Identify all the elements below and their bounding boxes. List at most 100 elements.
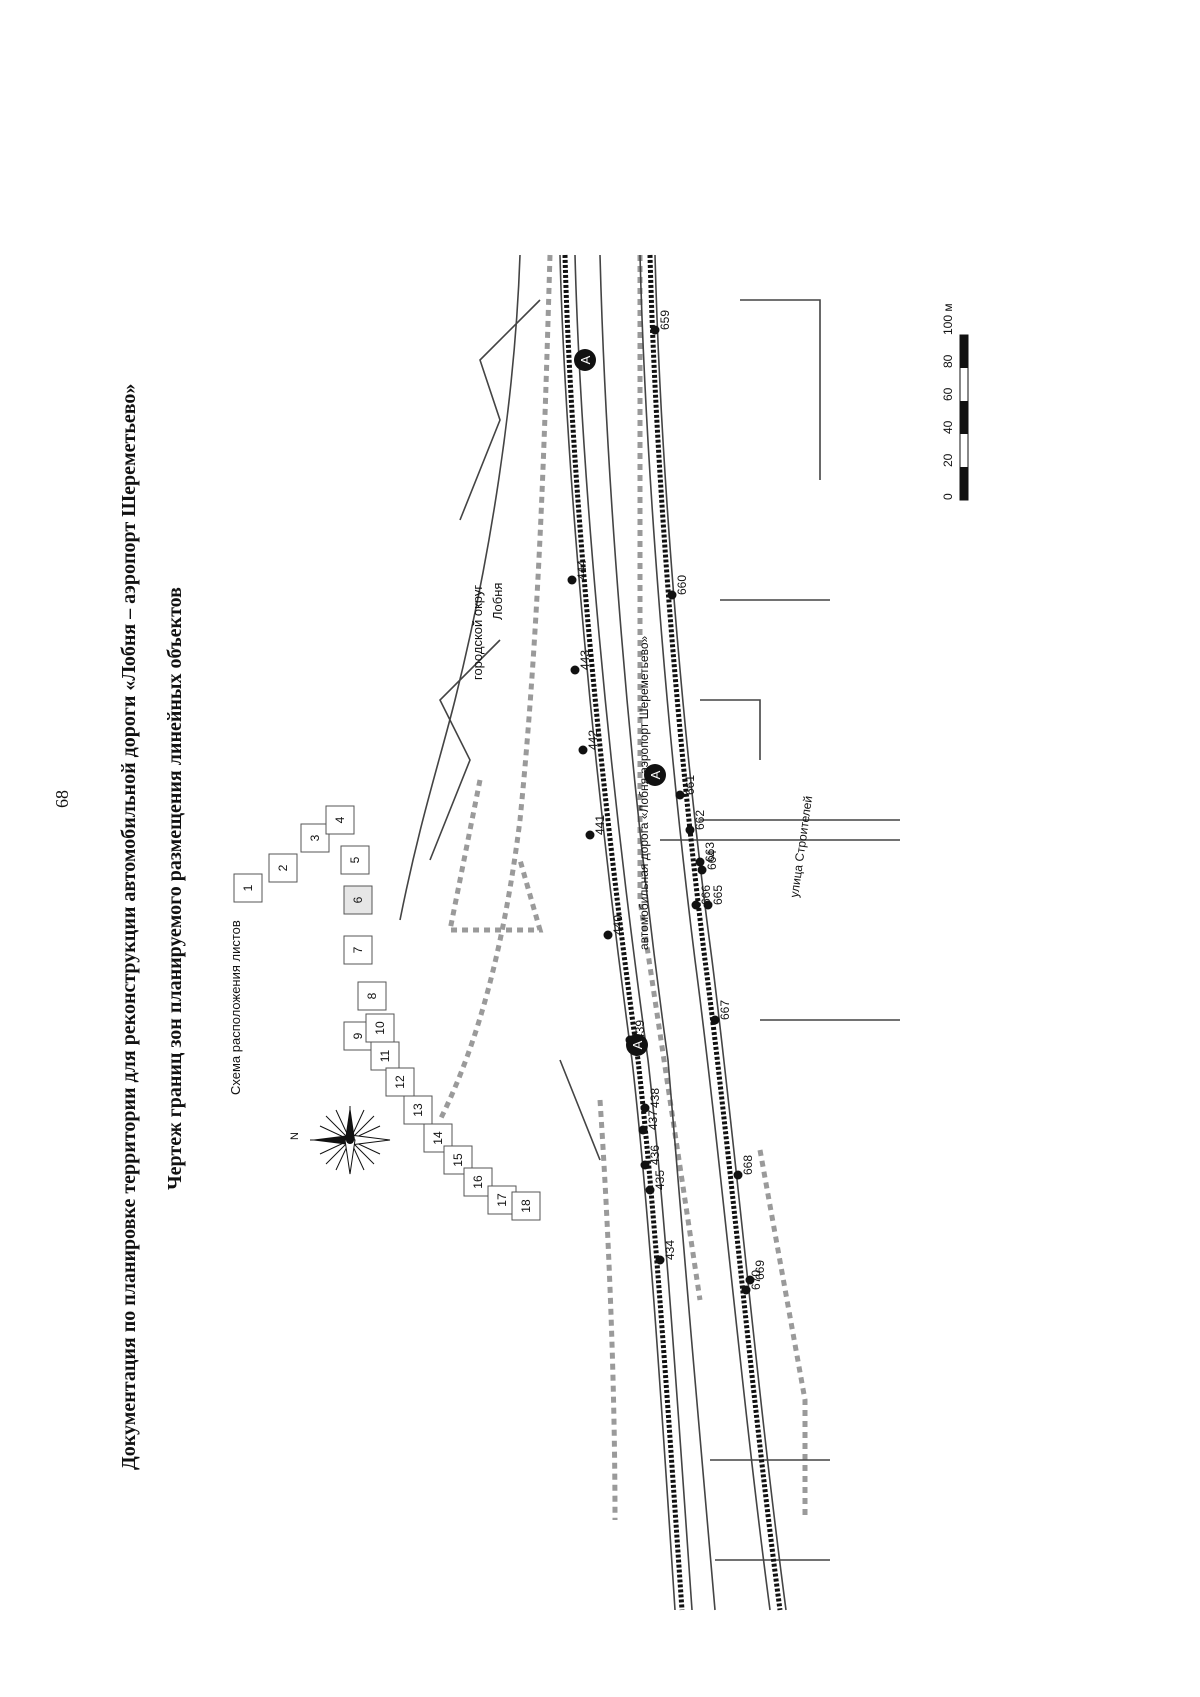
zone-boundaries xyxy=(437,254,808,1521)
road-name-label: автомобильная дорога «Лобня-аэропорт Шер… xyxy=(637,635,651,950)
boundary-point-label: 666 xyxy=(699,885,713,905)
boundary-point xyxy=(638,1125,648,1135)
boundary-point xyxy=(645,1185,655,1195)
scale-tick-label: 0 xyxy=(941,493,955,500)
sheet-16: 16 xyxy=(463,1167,493,1197)
boundary-point xyxy=(733,1170,743,1180)
sheet-scheme-title: Схема расположения листов xyxy=(228,920,243,1095)
boundary-point-label: 434 xyxy=(663,1240,677,1260)
sheet-number: 6 xyxy=(351,896,365,903)
boundary-point-label: 665 xyxy=(711,885,725,905)
boundary-point xyxy=(567,575,577,585)
boundary-point xyxy=(703,900,713,910)
sheet-5: 5 xyxy=(340,845,370,875)
sheet-18: 18 xyxy=(511,1191,541,1221)
scale-tick-label: 40 xyxy=(941,420,955,434)
sheet-1: 1 xyxy=(233,873,263,903)
sheet-number: 10 xyxy=(373,1021,387,1035)
street-name-label: улица Строителей xyxy=(787,795,815,899)
sheet-6: 6 xyxy=(343,885,373,915)
boundary-point xyxy=(667,590,677,600)
boundary-point xyxy=(710,1015,720,1025)
sheet-11: 11 xyxy=(370,1041,400,1071)
section-marker-letter: А xyxy=(648,770,663,779)
boundary-point xyxy=(695,857,705,867)
sheet-13: 13 xyxy=(403,1095,433,1125)
sheet-number: 15 xyxy=(451,1153,465,1167)
sheet-12: 12 xyxy=(385,1067,415,1097)
sheet-15: 15 xyxy=(443,1145,473,1175)
boundary-point-label: 442 xyxy=(586,730,600,750)
boundary-point-label: 444 xyxy=(575,560,589,580)
sheet-number: 12 xyxy=(393,1075,407,1089)
boundary-point xyxy=(675,790,685,800)
road-lines xyxy=(399,254,900,1611)
boundary-point-label: 440 xyxy=(611,915,625,935)
boundary-point-label: 667 xyxy=(718,1000,732,1020)
sheet-8: 8 xyxy=(357,981,387,1011)
sheet-number: 11 xyxy=(378,1049,392,1062)
boundary-point-label: 662 xyxy=(693,810,707,830)
sheet-7: 7 xyxy=(343,935,373,965)
sheet-number: 3 xyxy=(308,834,322,841)
boundary-point xyxy=(741,1285,751,1295)
boundary-point-label: 437 xyxy=(646,1110,660,1130)
boundary-point-label: 441 xyxy=(593,815,607,835)
sheet-3: 3 xyxy=(300,823,330,853)
scale-tick-label: 20 xyxy=(941,453,955,467)
boundary-point-label: 668 xyxy=(741,1155,755,1175)
sheet-number: 5 xyxy=(348,856,362,863)
sheet-number: 13 xyxy=(411,1103,425,1117)
scale-bar: 0 20 40 60 80 100 м xyxy=(941,303,969,501)
boundary-point-label: 663 xyxy=(703,842,717,862)
sheet-number: 14 xyxy=(431,1131,445,1145)
boundary-point xyxy=(691,900,701,910)
boundary-point xyxy=(585,830,595,840)
boundary-point xyxy=(697,865,707,875)
city-district-label: городской округ xyxy=(470,585,485,680)
scale-tick-label: 60 xyxy=(941,387,955,401)
boundary-point xyxy=(685,825,695,835)
boundary-point xyxy=(655,1255,665,1265)
sheet-number: 7 xyxy=(351,946,365,953)
section-marker-letter: А xyxy=(578,355,593,364)
boundary-point-label: 443 xyxy=(578,650,592,670)
sheet-number: 18 xyxy=(519,1199,533,1213)
scale-tick-label: 100 м xyxy=(941,303,955,335)
section-marker-a: А А А xyxy=(574,349,666,1056)
boundary-point-label: 660 xyxy=(675,575,689,595)
boundary-point-label: 659 xyxy=(658,310,672,330)
sheet-number: 4 xyxy=(333,816,347,823)
sheet-4: 4 xyxy=(325,805,355,835)
sheet-2: 2 xyxy=(268,853,298,883)
boundary-point xyxy=(650,325,660,335)
sheet-number: 17 xyxy=(495,1193,509,1207)
boundary-point xyxy=(745,1275,755,1285)
sheet-number: 8 xyxy=(365,992,379,999)
sheet-10: 10 xyxy=(365,1013,395,1043)
sheet-number: 1 xyxy=(241,884,255,891)
placement-zone-boundaries xyxy=(562,254,783,1611)
boundary-point-label: 435 xyxy=(653,1170,667,1190)
boundary-point-label: 670 xyxy=(749,1270,763,1290)
sheet-17: 17 xyxy=(487,1185,517,1215)
boundary-point-label: 661 xyxy=(683,775,697,795)
north-label: N xyxy=(289,1132,301,1140)
boundary-point-label: 669 xyxy=(753,1260,767,1280)
boundary-point xyxy=(640,1160,650,1170)
city-name-label: Лобня xyxy=(490,583,505,620)
boundary-point xyxy=(570,665,580,675)
sheet-number: 9 xyxy=(351,1032,365,1039)
boundary-point xyxy=(603,930,613,940)
boundary-point-label: 436 xyxy=(648,1145,662,1165)
sheet-number: 2 xyxy=(276,864,290,871)
scale-tick-label: 80 xyxy=(941,354,955,368)
boundary-point-label: 438 xyxy=(648,1088,662,1108)
sheet-number: 16 xyxy=(471,1175,485,1189)
boundary-point xyxy=(640,1103,650,1113)
boundary-point-label: 664 xyxy=(705,850,719,870)
